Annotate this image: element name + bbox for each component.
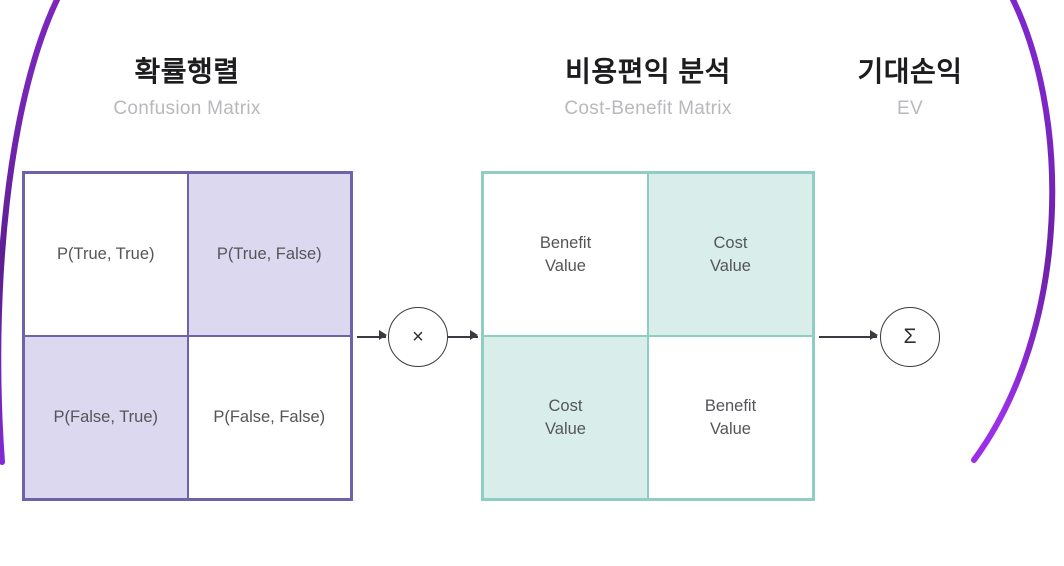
costbenefit-cell-3-line1: Benefit xyxy=(704,396,757,415)
costbenefit-cell-benefit-top-left: Benefit Value xyxy=(483,173,648,336)
arrowhead-into-costbenefit xyxy=(470,330,478,340)
costbenefit-cell-cost-bottom-left: Cost Value xyxy=(483,336,648,499)
heading-costbenefit-korean: 비용편익 분석 xyxy=(565,56,731,87)
costbenefit-matrix: Benefit Value Cost Value Cost Value Bene… xyxy=(481,171,815,501)
sum-operator-icon: Σ xyxy=(880,307,940,367)
heading-ev-korean: 기대손익 xyxy=(857,56,963,87)
arrowhead-into-multiply xyxy=(379,330,387,340)
connector-matrix-to-multiply xyxy=(357,336,386,338)
confusion-matrix: P(True, True) P(True, False) P(False, Tr… xyxy=(22,171,353,501)
heading-costbenefit-english: Cost-Benefit Matrix xyxy=(564,98,732,119)
costbenefit-cell-0-line2: Value xyxy=(545,256,586,275)
confusion-cell-false-false: P(False, False) xyxy=(187,336,351,499)
costbenefit-cell-cost-top-right: Cost Value xyxy=(648,173,813,336)
costbenefit-cell-1-line2: Value xyxy=(710,256,751,275)
heading-costbenefit-matrix: 비용편익 분석 Cost-Benefit Matrix xyxy=(481,56,815,119)
heading-confusion-korean: 확률행렬 xyxy=(134,56,240,87)
confusion-cell-true-false: P(True, False) xyxy=(187,173,351,336)
heading-confusion-matrix: 확률행렬 Confusion Matrix xyxy=(22,56,352,119)
costbenefit-cell-3-line2: Value xyxy=(710,419,751,438)
costbenefit-cell-1-line1: Cost xyxy=(713,233,748,252)
confusion-cell-false-true: P(False, True) xyxy=(24,336,188,499)
costbenefit-cell-benefit-bottom-right: Benefit Value xyxy=(648,336,813,499)
heading-confusion-english: Confusion Matrix xyxy=(113,98,261,119)
heading-ev-english: EV xyxy=(897,98,923,119)
multiply-operator-icon: × xyxy=(388,307,448,367)
heading-expected-value: 기대손익 EV xyxy=(820,56,1000,119)
costbenefit-cell-0-line1: Benefit xyxy=(539,233,592,252)
connector-multiply-to-costbenefit xyxy=(448,336,478,338)
costbenefit-cell-2-line2: Value xyxy=(545,419,586,438)
confusion-cell-true-true: P(True, True) xyxy=(24,173,188,336)
connector-costbenefit-to-sum xyxy=(819,336,877,338)
arrowhead-into-sum xyxy=(870,330,878,340)
costbenefit-cell-2-line1: Cost xyxy=(548,396,583,415)
